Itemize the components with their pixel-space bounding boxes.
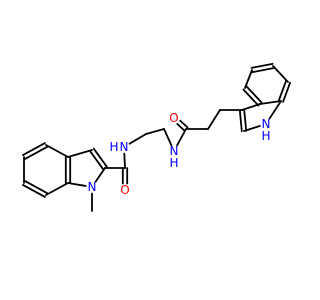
bond-25 [259, 100, 282, 105]
bond-16 [163, 128, 173, 146]
bond-14 [128, 133, 147, 145]
bond-31-a [278, 80, 287, 102]
bond-30 [272, 65, 289, 83]
bond-20 [207, 109, 221, 130]
amide-oxygen-label-2: O [169, 111, 178, 125]
bond-1-b [24, 180, 48, 194]
indole-nh-nitrogen-label: N [262, 117, 271, 131]
bond-31-b [282, 81, 291, 103]
amide-nitrogen-label-2: N [170, 144, 179, 158]
bond-28 [244, 69, 253, 89]
bond-9 [67, 182, 87, 187]
bond-22-a [238, 109, 243, 133]
bond-18-a [179, 119, 189, 129]
bond-5-b [24, 146, 48, 160]
bond-17 [176, 128, 187, 147]
bond-29-a [251, 67, 275, 74]
amide-nitrogen-label-1: N [120, 140, 129, 154]
bond-1-a [22, 184, 46, 198]
bond-27-a [245, 85, 263, 104]
bond-27-b [242, 88, 260, 107]
bond-13 [123, 152, 126, 169]
bond-18-b [176, 123, 186, 132]
bond-24 [268, 100, 282, 120]
bond-23 [243, 125, 261, 132]
amide-oxygen-label-1: O [120, 183, 129, 197]
n-methyl-nitrogen-label: N [88, 180, 97, 194]
bond-2 [45, 182, 69, 196]
bond-15 [145, 128, 165, 135]
bond-4 [45, 144, 69, 158]
bond-22-b [243, 108, 248, 132]
bond-6 [67, 149, 93, 158]
bond-5-a [22, 142, 46, 156]
indole-nh-nitrogen-hydrogen-label: H [261, 129, 270, 143]
amide-nitrogen-hydrogen-label-1: H [109, 140, 118, 154]
bond-8 [94, 167, 106, 183]
bond-7-b [92, 147, 108, 168]
amide-nitrogen-hydrogen-label-2: H [169, 156, 178, 170]
bond-29-b [250, 62, 274, 69]
bond-7-a [89, 150, 105, 171]
